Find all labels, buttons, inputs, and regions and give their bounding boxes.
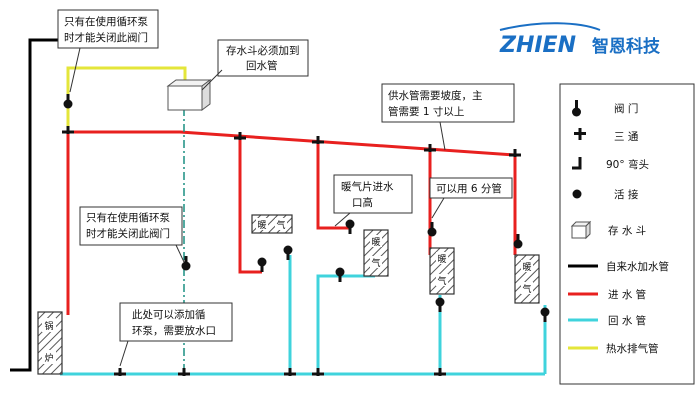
- valve-radiator-1-in: [257, 257, 267, 272]
- valve-radiator-2-in: [345, 219, 355, 234]
- legend-elbow-label: 90° 弯头: [606, 158, 649, 171]
- radiator-3: 暖 气: [429, 247, 455, 295]
- valve-radiator-3-out: [435, 297, 445, 312]
- legend-elbow: 90° 弯头: [572, 157, 649, 171]
- valve-radiator-3-in: [427, 222, 437, 237]
- note-valve-mid: 只有在使用循环泵 时才能关闭此阀门: [79, 206, 185, 263]
- tee-return-2: [178, 368, 190, 376]
- legend-supply-label: 进 水 管: [608, 288, 646, 301]
- brand-name-en: ZHIEN: [499, 33, 576, 58]
- exhaust-pipe: [66, 66, 187, 133]
- legend-union: 活 接: [572, 188, 639, 201]
- note-valve-top: 只有在使用循环泵 时才能关闭此阀门: [57, 9, 159, 93]
- tap-water-pipe: [10, 38, 75, 372]
- note-pump: 此处可以添加循 环泵，需要放水口: [119, 302, 233, 367]
- note-radiator-inlet-line1: 暖气片进水: [341, 180, 394, 193]
- legend-tee: 三 通: [574, 128, 639, 143]
- boiler-label-2: 炉: [44, 352, 53, 364]
- tee-return-4: [312, 368, 324, 376]
- water-tank: [166, 79, 212, 111]
- supply-pipe: [66, 130, 517, 315]
- valve-radiator-4-out: [540, 307, 550, 322]
- tee-supply-3: [424, 144, 436, 152]
- radiator-4-label-1: 暖: [522, 261, 531, 273]
- legend-tank-label: 存 水 斗: [608, 224, 646, 237]
- valve-radiator-1-out: [283, 245, 293, 260]
- radiator-4: 暖 气: [514, 254, 540, 304]
- note-slope-line2: 管需要 1 寸以上: [388, 105, 464, 118]
- valve-mid-return: [181, 256, 191, 271]
- legend-tank: 存 水 斗: [570, 220, 646, 240]
- valve-top-supply: [63, 94, 73, 109]
- tee-return-1: [114, 368, 126, 376]
- tee-return-5: [434, 368, 446, 376]
- fittings: [62, 94, 550, 376]
- tee-supply-2: [312, 136, 324, 144]
- note-radiator-inlet: 暖气片进水 口高: [333, 174, 413, 227]
- legend-exhaust-label: 热水排气管: [606, 342, 659, 355]
- note-pump-line2: 环泵，需要放水口: [132, 324, 216, 337]
- tee-supply-main: [62, 126, 74, 134]
- note-radiator-inlet-line2: 口高: [352, 196, 373, 209]
- radiator-4-label-2: 气: [522, 283, 531, 295]
- legend-supply: 进 水 管: [568, 288, 646, 301]
- boiler-label-1: 锅: [44, 321, 53, 332]
- legend-union-label: 活 接: [614, 188, 639, 201]
- radiator-2-label-2: 气: [371, 257, 380, 269]
- note-pipe-size-text: 可以用 6 分管: [436, 182, 502, 195]
- valve-radiator-2-out: [335, 267, 345, 282]
- radiator-1-label-1: 暖: [257, 219, 266, 231]
- note-tank-line2: 回水管: [246, 59, 278, 72]
- note-pipe-size: 可以用 6 分管: [429, 177, 513, 219]
- legend-tap-water-label: 自来水加水管: [606, 260, 669, 273]
- legend-exhaust: 热水排气管: [568, 342, 659, 355]
- note-valve-top-line2: 时才能关闭此阀门: [64, 31, 148, 44]
- legend-tee-label: 三 通: [614, 131, 639, 143]
- radiator-3-label-2: 气: [437, 275, 446, 287]
- tee-return-3: [284, 368, 296, 376]
- legend: 阀 门 三 通 90° 弯头 活 接 存 水 斗 自来水加水管 进 水 管: [559, 83, 695, 385]
- brand-logo: ZHIEN 智恩科技: [499, 22, 661, 58]
- valve-radiator-4-in: [513, 234, 523, 249]
- brand-name-cn: 智恩科技: [592, 36, 661, 57]
- note-valve-mid-line1: 只有在使用循环泵: [86, 211, 170, 224]
- legend-valve-label: 阀 门: [614, 102, 638, 115]
- note-slope: 供水管需要坡度，主 管需要 1 寸以上: [381, 83, 515, 151]
- legend-return-label: 回 水 管: [608, 314, 646, 327]
- tee-supply-4: [509, 149, 521, 157]
- note-tank: 存水斗必须加到 回水管: [201, 39, 309, 91]
- note-pump-line1: 此处可以添加循: [132, 308, 206, 321]
- note-slope-line1: 供水管需要坡度，主: [388, 89, 483, 102]
- note-tank-line1: 存水斗必须加到: [226, 44, 300, 57]
- boiler: 锅 炉: [37, 311, 63, 375]
- radiator-2: 暖 气: [363, 229, 389, 277]
- radiator-3-label-1: 暖: [437, 253, 446, 265]
- legend-return: 回 水 管: [568, 314, 646, 327]
- note-valve-mid-line2: 时才能关闭此阀门: [86, 227, 170, 240]
- tee-supply-1: [234, 132, 246, 140]
- legend-tap-water: 自来水加水管: [568, 260, 669, 273]
- radiator-1: 暖 气: [251, 214, 293, 234]
- legend-valve: 阀 门: [572, 100, 638, 117]
- radiator-2-label-1: 暖: [371, 236, 380, 248]
- radiator-1-label-2: 气: [276, 219, 285, 231]
- note-valve-top-line1: 只有在使用循环泵: [64, 15, 148, 28]
